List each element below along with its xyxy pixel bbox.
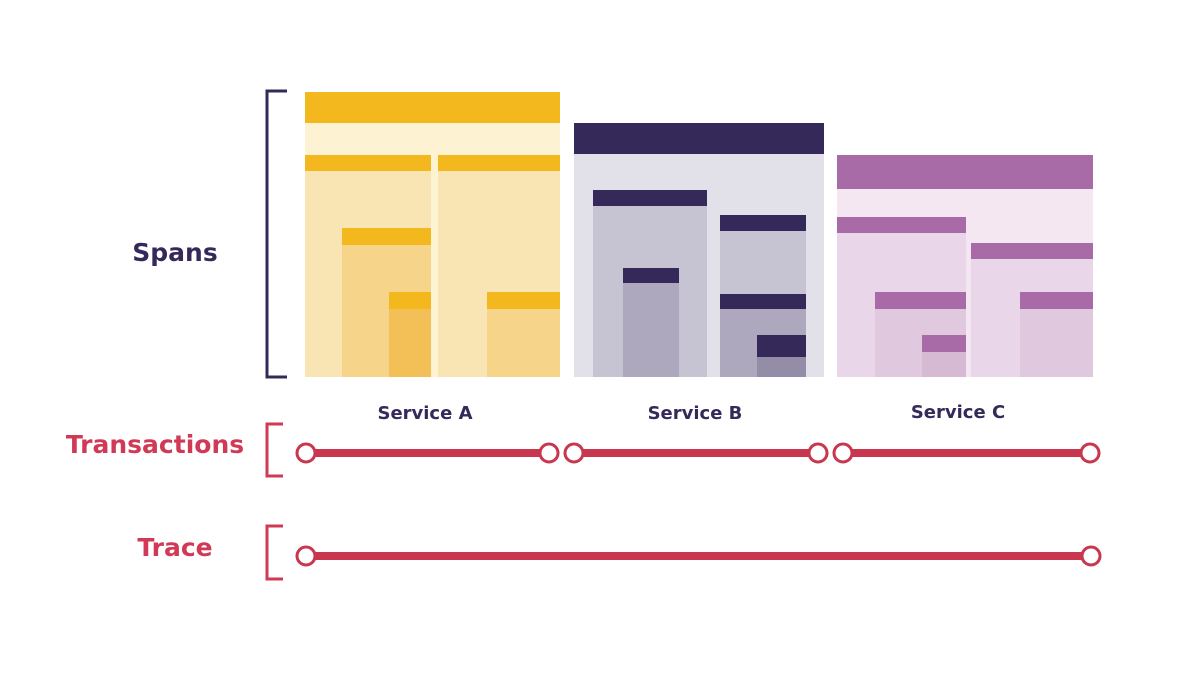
spans-label: Spans <box>132 238 218 267</box>
transaction-a-end-node <box>538 442 560 464</box>
transaction-b-end-node <box>807 442 829 464</box>
transaction-service-c <box>832 442 1101 464</box>
trace-end-node <box>1080 545 1102 567</box>
transaction-service-a <box>295 442 560 464</box>
service-a-span-l1 <box>305 155 431 171</box>
service-c-span-l3 <box>922 335 966 352</box>
service-c-spans <box>837 155 1093 377</box>
transaction-a-start-node <box>295 442 317 464</box>
service-b-span-r3 <box>757 335 806 357</box>
service-a-label: Service A <box>377 403 473 424</box>
trace-bracket <box>265 524 283 581</box>
service-a-spans <box>305 92 560 377</box>
transaction-service-b <box>563 442 829 464</box>
transactions-bracket <box>265 422 283 478</box>
service-b-span-r2 <box>720 294 806 309</box>
transaction-b-start-node <box>563 442 585 464</box>
service-a-span-r1 <box>438 155 560 171</box>
service-a-span-l3 <box>389 292 431 309</box>
service-b-spans <box>574 123 824 377</box>
service-c-span-l2 <box>875 292 966 309</box>
transaction-c-start-node <box>832 442 854 464</box>
trace-label: Trace <box>137 533 213 562</box>
service-c-span-r2 <box>1020 292 1093 309</box>
trace-line <box>295 545 1102 567</box>
transaction-c-end-node <box>1079 442 1101 464</box>
service-a-root-span <box>305 92 560 123</box>
service-a-span-r2 <box>487 292 560 309</box>
service-c-span-r1 <box>971 243 1093 259</box>
service-a-span-l2 <box>342 228 431 245</box>
trace-start-node <box>295 545 317 567</box>
service-c-span-l1 <box>837 217 966 233</box>
service-b-span-r1 <box>720 215 806 231</box>
service-b-span-l2-body <box>623 268 679 377</box>
service-c-label: Service C <box>910 402 1006 423</box>
transactions-label: Transactions <box>65 430 245 459</box>
service-b-span-l2 <box>623 268 679 283</box>
service-b-label: Service B <box>647 403 743 424</box>
spans-bracket <box>265 89 287 379</box>
service-c-root-span <box>837 155 1093 189</box>
service-b-root-span <box>574 123 824 154</box>
service-b-span-l1 <box>593 190 707 206</box>
